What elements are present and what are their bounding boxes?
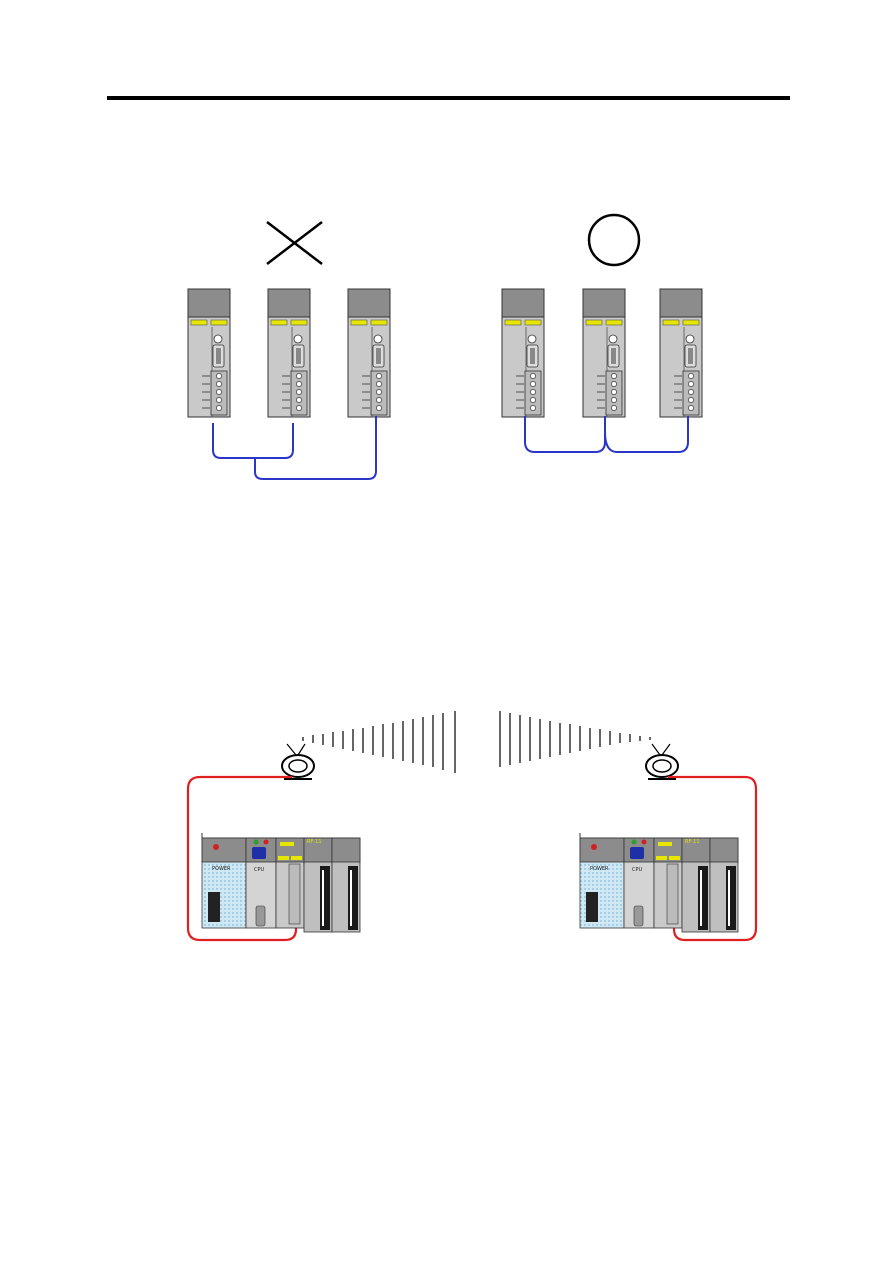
slot-label: RF-11 xyxy=(685,839,700,845)
cable-right-2 xyxy=(605,416,688,452)
slot-label: RF-11 xyxy=(307,839,322,845)
cable-left xyxy=(188,777,296,940)
module-5 xyxy=(583,289,625,417)
cross-mark-icon xyxy=(267,222,322,264)
radio-antenna-icon xyxy=(646,744,678,779)
module-6 xyxy=(660,289,702,417)
radio-wave-left xyxy=(303,711,455,773)
module-4 xyxy=(502,289,544,417)
power-label: POWER xyxy=(590,866,609,872)
wrong-wiring-group xyxy=(188,289,390,479)
cable-wrong-2 xyxy=(255,416,376,479)
module-1 xyxy=(188,289,230,417)
cable-right-1 xyxy=(525,416,605,452)
cable-wrong-1 xyxy=(213,423,293,458)
power-label: POWER xyxy=(212,866,231,872)
circle-mark-icon xyxy=(589,215,639,265)
radio-antenna-icon xyxy=(282,744,314,779)
cpu-label: CPU xyxy=(254,867,265,873)
cpu-label: CPU xyxy=(632,867,643,873)
plc-left: POWER CPU RF-11 xyxy=(202,833,360,932)
plc-right: POWER CPU RF-11 xyxy=(580,833,738,932)
wiring-comparison-figure xyxy=(0,0,893,520)
radio-wave-right xyxy=(500,711,650,767)
module-2 xyxy=(268,289,310,417)
cable-right xyxy=(668,777,756,940)
module-3 xyxy=(348,289,390,417)
right-wiring-group xyxy=(502,289,702,452)
